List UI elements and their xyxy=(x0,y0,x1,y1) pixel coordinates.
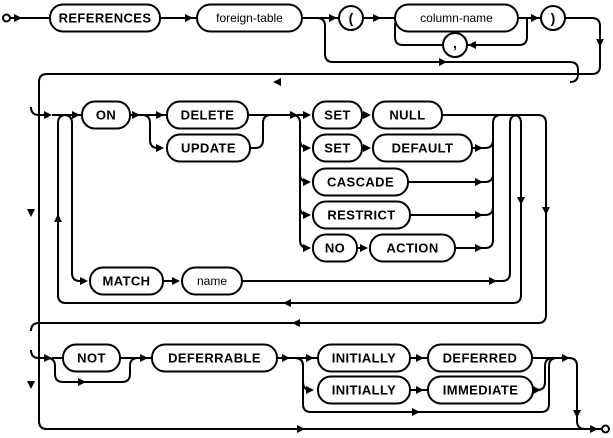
node-labels: REFERENCES foreign-table ( column-name ,… xyxy=(59,10,556,398)
node-cascade-box xyxy=(312,167,409,197)
node-update-box xyxy=(166,133,251,163)
node-immediate-label: IMMEDIATE xyxy=(443,383,519,398)
node-no-label: NO xyxy=(325,241,345,256)
node-initially2-box xyxy=(317,375,411,405)
node-null-box xyxy=(372,100,443,130)
node-foreign-table-box xyxy=(196,3,303,33)
node-restrict-label: RESTRICT xyxy=(327,208,395,223)
node-deferrable-label: DEFERRABLE xyxy=(168,351,261,366)
node-rparen-circle xyxy=(540,5,566,31)
node-comma-circle xyxy=(442,32,468,58)
node-restrict-box xyxy=(312,200,411,230)
node-delete-label: DELETE xyxy=(181,108,235,123)
start-terminal xyxy=(2,13,11,23)
arrowheads xyxy=(14,14,604,433)
node-foreign-table-label: foreign-table xyxy=(216,11,283,25)
node-not-label: NOT xyxy=(77,351,106,366)
node-action-box xyxy=(369,233,456,263)
node-initially2-label: INITIALLY xyxy=(332,383,397,398)
node-on-label: ON xyxy=(96,108,116,123)
node-deferrable-box xyxy=(151,343,278,373)
end-terminal xyxy=(601,424,610,434)
node-lparen-circle xyxy=(338,5,364,31)
node-immediate-box xyxy=(427,375,534,405)
node-null-label: NULL xyxy=(389,108,425,123)
node-action-label: ACTION xyxy=(386,241,438,256)
node-column-name-label: column-name xyxy=(420,11,493,25)
node-column-name-box xyxy=(394,3,519,33)
node-deferred-label: DEFERRED xyxy=(443,351,518,366)
node-references-label: REFERENCES xyxy=(59,11,152,26)
node-comma-label: , xyxy=(453,35,457,51)
node-deferred-box xyxy=(427,343,533,373)
node-set1-label: SET xyxy=(324,108,350,123)
node-rparen-label: ) xyxy=(551,10,556,26)
node-set2-box xyxy=(312,133,363,163)
node-initially1-label: INITIALLY xyxy=(332,351,397,366)
node-name-label: name xyxy=(197,274,227,288)
node-references-box xyxy=(49,3,161,33)
node-on-box xyxy=(81,100,131,130)
node-initially1-box xyxy=(317,343,411,373)
node-lparen-label: ( xyxy=(349,10,354,26)
node-update-label: UPDATE xyxy=(181,141,236,156)
node-set2-label: SET xyxy=(324,141,350,156)
node-name-box xyxy=(181,266,243,296)
node-cascade-label: CASCADE xyxy=(327,175,394,190)
node-delete-box xyxy=(166,100,249,130)
node-match-box xyxy=(89,266,164,296)
node-not-box xyxy=(62,343,121,373)
node-match-label: MATCH xyxy=(103,274,151,289)
node-default-box xyxy=(372,133,473,163)
node-default-label: DEFAULT xyxy=(392,141,454,156)
node-no-box xyxy=(312,233,358,263)
node-set1-box xyxy=(312,100,363,130)
node-boxes xyxy=(49,3,566,405)
